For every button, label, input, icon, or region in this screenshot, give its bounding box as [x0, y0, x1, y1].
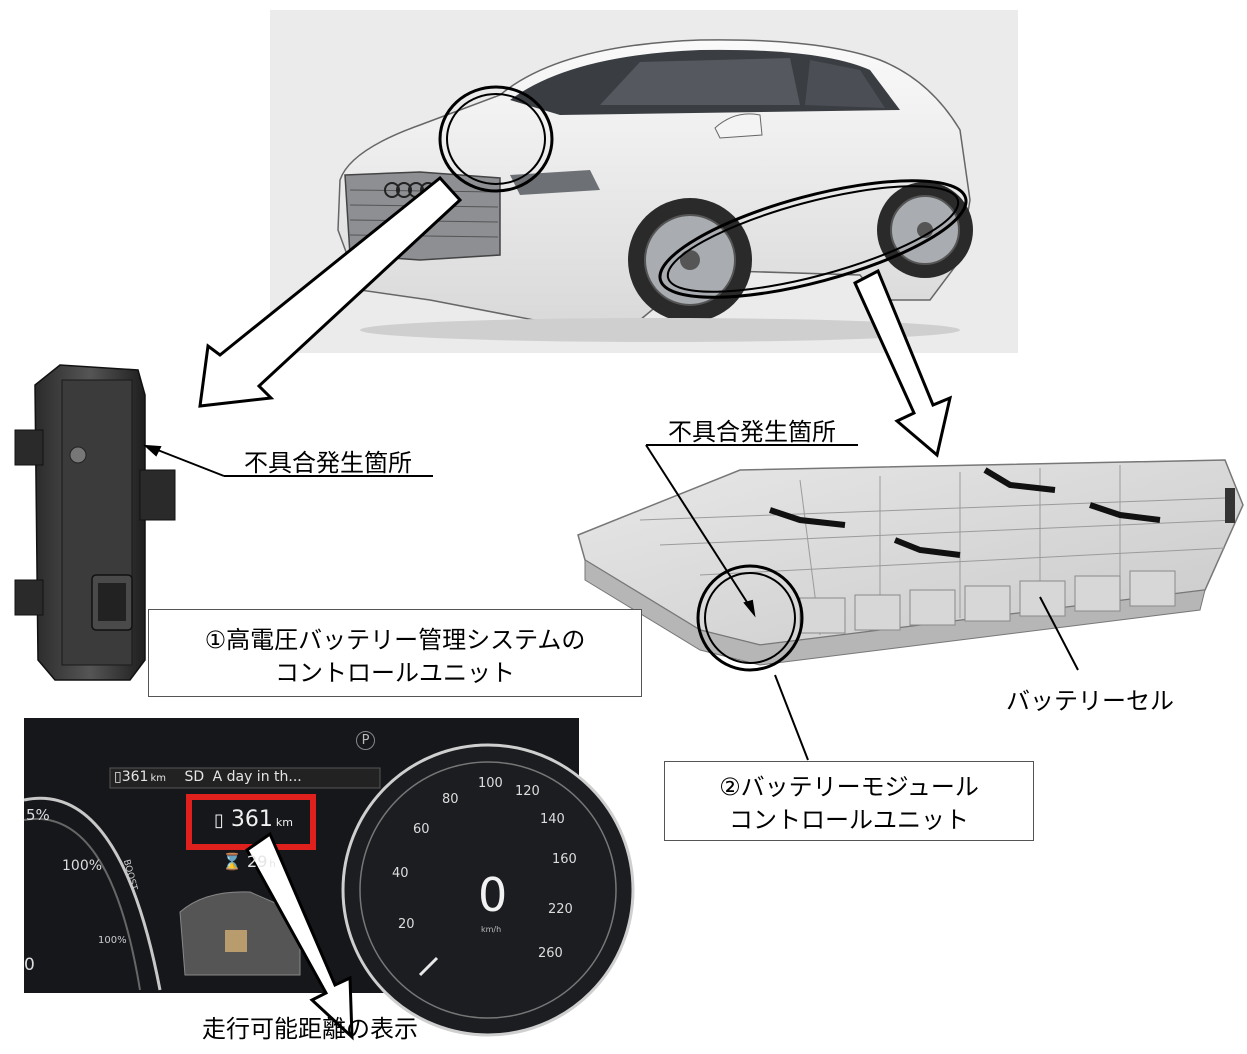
- car-circle-highlight: [438, 85, 554, 193]
- speed-tick-label: 100: [478, 776, 503, 791]
- dash-power-low: 100%: [98, 935, 127, 946]
- arrow-to-ecu: [198, 175, 463, 408]
- defect-location-label-left: 不具合発生箇所: [244, 449, 412, 477]
- dash-media: A day in th...: [212, 769, 302, 785]
- speed-tick-label: 140: [540, 812, 565, 827]
- dash-highlight-range: 361: [230, 807, 273, 832]
- arrow-to-battery: [853, 268, 953, 458]
- hv-battery-control-unit-box: ①高電圧バッテリー管理システムの コントロールユニット: [148, 609, 642, 697]
- fuel-icon: ▯: [114, 769, 122, 785]
- module-box-line2: コントロールユニット: [729, 806, 969, 834]
- speed-tick-label: 120: [515, 784, 540, 799]
- dash-power-top: 5%: [26, 806, 50, 824]
- speed-tick-label: 40: [392, 866, 409, 881]
- speed-readout: 0: [478, 868, 508, 922]
- speed-tick-label: 160: [552, 852, 577, 867]
- battery-pack-photo: [577, 459, 1244, 666]
- dash-top-range-unit: km: [150, 773, 166, 784]
- dash-power-mid: 100%: [62, 858, 103, 874]
- dash-top-range: 361: [121, 769, 149, 785]
- hv-box-line2: コントロールユニット: [275, 659, 515, 687]
- ecu-leader-line: [143, 444, 433, 477]
- car-oval-highlight: [658, 179, 968, 299]
- speed-tick-label: 60: [413, 822, 430, 837]
- module-box-line1: ②バッテリーモジュール: [719, 773, 979, 801]
- battery-circle-highlight: [696, 564, 804, 672]
- module-control-unit-box: ②バッテリーモジュール コントロールユニット: [664, 761, 1034, 841]
- hourglass-icon: ⌛: [222, 852, 242, 871]
- fuel-icon-highlight: ▯: [214, 810, 224, 831]
- speed-tick-label: 80: [442, 792, 459, 807]
- dash-time-unit: h: [269, 859, 276, 870]
- battery-cell-label: バッテリーセル: [1006, 687, 1174, 715]
- control-unit-photo: [14, 364, 176, 681]
- battery-cell-leader: [1039, 596, 1079, 671]
- defect-location-label-right: 不具合発生箇所: [668, 418, 836, 446]
- dash-power-bottom: 0: [24, 955, 35, 975]
- speed-unit: km/h: [481, 925, 502, 934]
- battery-leader-line: [645, 444, 858, 618]
- speed-tick-label: 20: [398, 917, 415, 932]
- range-display-label: 走行可能距離の表示: [202, 1015, 418, 1043]
- hv-box-line1: ①高電圧バッテリー管理システムの: [204, 626, 586, 654]
- module-unit-leader: [774, 674, 809, 761]
- park-icon: P: [356, 731, 375, 750]
- arrow-to-range-label: [245, 831, 354, 1041]
- speed-tick-label: 220: [548, 902, 573, 917]
- dash-highlight-unit: km: [275, 816, 293, 829]
- dash-time: 29: [247, 852, 268, 871]
- dash-sd-label: SD: [184, 769, 205, 785]
- speed-tick-label: 260: [538, 946, 563, 961]
